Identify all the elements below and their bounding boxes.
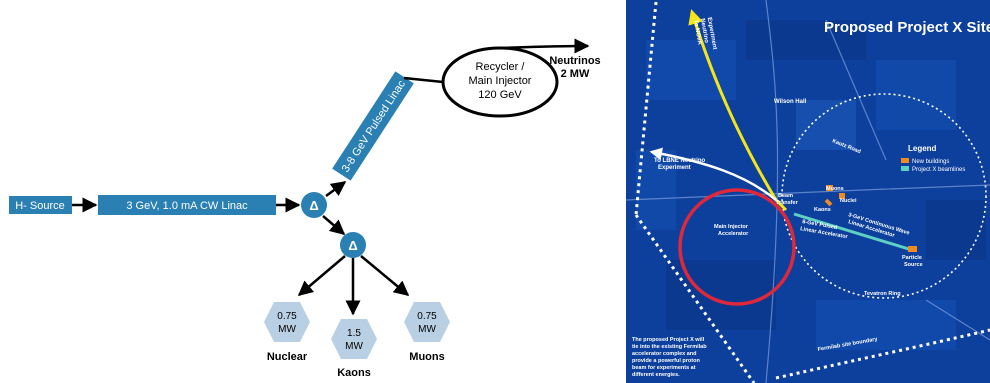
nova-beamline (688, 9, 778, 201)
ring-label-line1: Recycler / (476, 61, 526, 73)
beam-transfer-line1: Beam (778, 193, 793, 199)
beam-transfer-line2: Transfer (776, 200, 799, 206)
nova-label-line2: Neutrino (699, 18, 709, 44)
pulsed-to-ring-line (403, 76, 444, 84)
recycler-ring: Recycler / Main Injector 120 GeV (441, 46, 559, 118)
lbne-label-line1: To LBNE Neutrino (654, 158, 706, 164)
project-x-site-map: Proposed Project X Site To NOvA Neutrino… (626, 0, 990, 383)
splitter-to-splitter-arrow (322, 215, 346, 235)
site-map-title: Proposed Project X Site (824, 19, 990, 36)
main-injector-ring (678, 188, 796, 306)
target-kaons: 1.5 MW Kaons (331, 319, 377, 379)
main-injector-label-line1: Main Injector (714, 224, 749, 230)
lbne-label-line2: Experiment (658, 165, 691, 171)
map-background (626, 0, 990, 383)
target-nuclear: 0.75 MW Nuclear (264, 302, 310, 363)
kaons-label: Kaons (814, 207, 831, 213)
to-muons-arrow (360, 255, 410, 296)
legend-item-label: New buildings (912, 159, 949, 165)
neutrinos-label: Neutrinos (549, 55, 600, 67)
target-muons: 0.75 MW Muons (404, 302, 450, 363)
beam-transfer-line (774, 198, 788, 212)
splitter-node: Δ (301, 192, 327, 218)
roads (626, 0, 990, 383)
target-power-unit: MW (345, 341, 363, 352)
project-x-linacs (793, 185, 917, 252)
nova-label-line1: To NOvA (692, 19, 702, 46)
cw-linac-box: 3 GeV, 1.0 mA CW Linac (98, 195, 276, 215)
caption-line: beam for experiments at (632, 365, 696, 371)
to-nuclear-arrow (297, 255, 346, 296)
splitter-symbol: Δ (309, 198, 318, 213)
h-source-label: H- Source (15, 200, 65, 212)
tevatron-ring (781, 93, 987, 299)
pulsed-linac-box: 3-8 GeV Pulsed Linac (332, 71, 414, 181)
splitter-symbol-2: Δ (348, 238, 357, 253)
lbne-beamline (649, 147, 777, 201)
target-power-unit: MW (418, 324, 436, 335)
caption-line: different energies. (632, 372, 680, 378)
legend-swatch-beamlines (901, 166, 909, 171)
legend-swatch-buildings (901, 158, 909, 163)
caption-line: accelerator complex and (632, 351, 697, 357)
tevatron-label: Tevatron Ring (864, 291, 901, 297)
particle-source-line1: Particle (902, 255, 922, 261)
site-boundary (634, 1, 990, 383)
main-injector-label-line2: Accelerator (718, 231, 749, 237)
target-name: Muons (409, 351, 444, 363)
splitter-to-pulsed-arrow (325, 180, 347, 198)
caption-line: The proposed Project X will (632, 337, 705, 343)
nuclei-label: Nuclei (840, 198, 857, 204)
nova-label-line3: Experiment (706, 17, 718, 50)
target-power-value: 1.5 (347, 328, 361, 339)
particle-source-line2: Source (904, 262, 923, 268)
cw-linac-label: 3 GeV, 1.0 mA CW Linac (126, 200, 248, 212)
target-power-unit: MW (278, 324, 296, 335)
ring-label-line3: 120 GeV (478, 89, 522, 101)
muons-label: Muons (826, 186, 844, 192)
ring-label-line2: Main Injector (469, 75, 532, 87)
legend-title: Legend (908, 144, 937, 153)
target-power-value: 0.75 (417, 311, 437, 322)
target-power-value: 0.75 (277, 311, 297, 322)
neutrinos-power: 2 MW (561, 68, 590, 80)
accelerator-flow-diagram: H- Source 3 GeV, 1.0 mA CW Linac Δ 3-8 G… (9, 38, 601, 379)
target-name: Kaons (337, 367, 371, 379)
h-source-box: H- Source (9, 196, 72, 214)
legend-item-label: Project X beamlines (912, 167, 965, 173)
wilson-hall-label: Wilson Hall (774, 99, 807, 105)
ring-to-neutrinos-arrow (499, 38, 590, 54)
caption-line: tie into the existing Fermilab (632, 344, 707, 350)
pulsed-linac-label: 3-8 GeV Pulsed Linac (340, 78, 409, 175)
terrain-texture (636, 20, 986, 350)
target-name: Nuclear (267, 351, 308, 363)
nova-label: To NOvA Neutrino Experiment (692, 17, 718, 50)
legend: Legend New buildings Project X beamlines (901, 144, 965, 173)
caption-line: provide a powerful proton (632, 358, 700, 364)
site-map-caption: The proposed Project X will tie into the… (632, 337, 707, 378)
splitter-node-2: Δ (340, 232, 366, 258)
